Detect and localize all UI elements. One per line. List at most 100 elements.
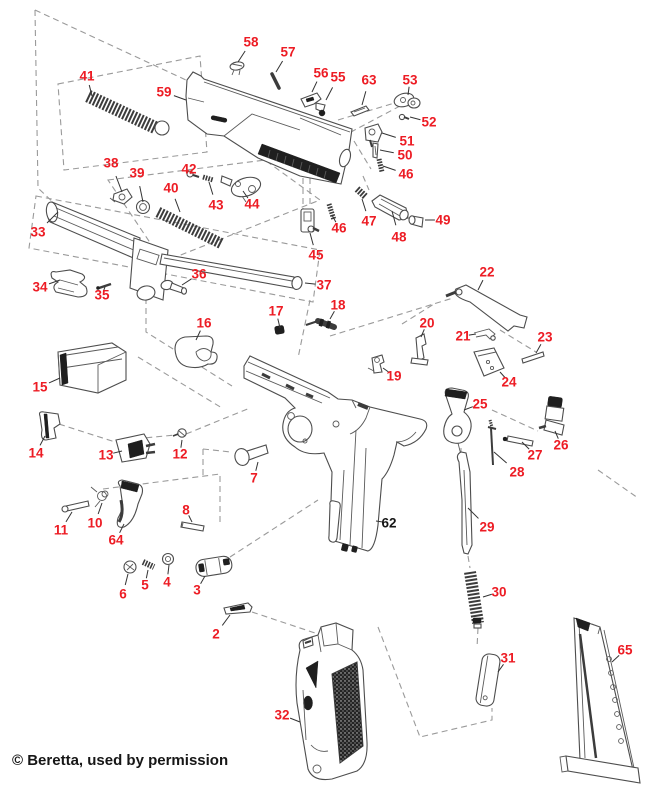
part-6-button — [123, 560, 137, 574]
leader-line-10 — [97, 502, 103, 515]
part-65-magazine — [559, 617, 641, 784]
part-12-screw — [172, 428, 187, 438]
part-35-pin — [96, 282, 112, 290]
part-18-pin — [305, 318, 337, 330]
leader-line-62 — [375, 520, 384, 523]
leader-line-38 — [115, 175, 123, 193]
part-24-plate — [473, 347, 505, 377]
part-28-pin — [487, 419, 497, 466]
part-48 — [371, 194, 409, 221]
part-42-pin — [186, 170, 200, 178]
part-51 — [364, 123, 383, 148]
part-30-hammer-spring — [464, 571, 484, 624]
part-29-hammer-strut — [456, 451, 473, 555]
part-14 — [38, 411, 61, 441]
leader-line-36 — [181, 278, 192, 286]
leader-line-18 — [329, 311, 335, 320]
part-20-lever — [410, 333, 429, 366]
leader-line-33 — [46, 211, 59, 224]
leader-line-23 — [535, 343, 542, 354]
leader-line-3 — [200, 575, 206, 584]
leader-line-47 — [361, 198, 367, 212]
part-56-rear-sight — [300, 92, 322, 108]
leader-line-28 — [493, 451, 507, 464]
leader-line-21 — [468, 333, 477, 336]
part-34-takedown-lever — [50, 269, 88, 298]
part-45 — [300, 208, 320, 233]
leader-line-51 — [381, 132, 396, 138]
leader-line-19 — [382, 367, 390, 373]
part-46-spring-a — [376, 158, 385, 173]
part-47-spring — [354, 186, 369, 200]
leader-line-16 — [195, 330, 201, 341]
leader-line-46 — [331, 214, 337, 223]
leader-line-14 — [39, 435, 46, 446]
part-41-recoil-spring — [85, 90, 170, 136]
leader-line-44 — [242, 190, 249, 199]
leader-line-13 — [113, 450, 123, 454]
part-2 — [223, 602, 253, 615]
dashed-guides — [28, 9, 639, 738]
part-8-pin — [180, 521, 205, 532]
part-4-button — [161, 552, 175, 566]
part-11-pin — [61, 500, 90, 513]
leader-line-30 — [482, 593, 492, 598]
part-39-ring — [135, 199, 151, 215]
leader-line-45 — [309, 232, 314, 246]
part-52-pin — [398, 113, 410, 121]
part-21 — [473, 328, 496, 341]
leader-line-15 — [48, 377, 61, 384]
leader-line-65 — [611, 655, 620, 663]
leader-line-34 — [48, 279, 61, 285]
leader-line-32 — [289, 717, 301, 723]
leader-line-20 — [420, 329, 425, 338]
part-7-plunger — [234, 444, 269, 466]
leader-line-41 — [88, 84, 93, 97]
leader-line-55 — [325, 87, 334, 101]
leader-line-25 — [463, 406, 473, 411]
part-15 — [57, 342, 127, 394]
leader-line-24 — [499, 371, 506, 378]
part-43-spring-pin — [202, 174, 214, 183]
part-26-spring-cap — [538, 396, 565, 436]
leader-line-22 — [477, 279, 484, 291]
leader-line-8 — [188, 515, 193, 523]
part-17 — [274, 325, 285, 335]
leader-line-6 — [124, 573, 129, 586]
part-5-spring — [141, 559, 156, 570]
part-27-pin — [502, 435, 534, 447]
part-32-grip — [295, 622, 368, 781]
leader-line-26 — [554, 430, 559, 439]
leader-line-52 — [409, 116, 421, 121]
leader-line-11 — [65, 511, 73, 523]
leader-line-56 — [311, 81, 318, 93]
leader-line-59 — [173, 95, 187, 101]
part-3-mag-release — [195, 555, 233, 577]
part-55 — [315, 102, 326, 117]
part-49 — [408, 215, 424, 228]
leader-line-37 — [304, 282, 316, 285]
leader-lines — [39, 50, 620, 723]
part-58 — [229, 61, 245, 76]
leader-line-53 — [407, 86, 410, 96]
part-25-hammer — [443, 387, 472, 456]
part-63 — [350, 105, 370, 117]
leader-line-2 — [221, 614, 231, 626]
leader-line-5 — [145, 569, 149, 579]
leader-line-57 — [275, 60, 284, 73]
leader-line-12 — [180, 439, 183, 448]
leader-line-64 — [119, 523, 125, 534]
part-36-plunger — [160, 279, 188, 295]
leader-line-46 — [382, 165, 396, 171]
part-44 — [220, 175, 262, 203]
leader-line-58 — [237, 50, 246, 63]
part-10-spring — [90, 486, 109, 508]
leader-line-17 — [277, 318, 281, 329]
leader-line-7 — [255, 461, 259, 471]
part-33-barrel — [45, 201, 303, 301]
part-16 — [174, 335, 218, 369]
part-31-spring-cap — [472, 617, 501, 707]
part-50-firing-pin — [372, 142, 379, 159]
